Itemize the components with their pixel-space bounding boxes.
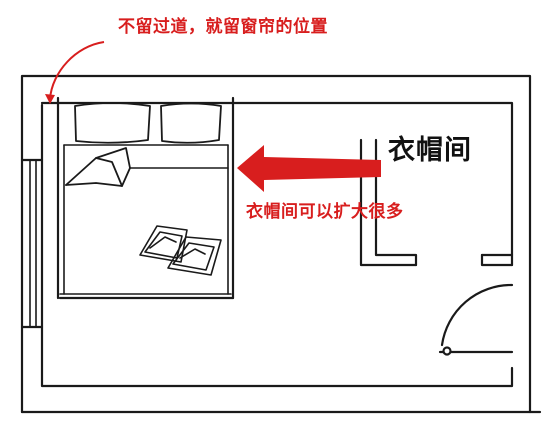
left-arrow-icon xyxy=(237,145,381,192)
door xyxy=(438,283,514,356)
window xyxy=(20,158,44,329)
outer-wall xyxy=(20,74,542,414)
curved-arrow-icon xyxy=(45,41,105,104)
head-pillow-right xyxy=(160,102,222,144)
head-pillow-left xyxy=(74,102,151,144)
cushion-right xyxy=(167,236,222,276)
closet-expand-note: 衣帽间可以扩大很多 xyxy=(246,202,404,222)
duvet-fold xyxy=(65,147,131,187)
cushion-left xyxy=(139,225,188,263)
closet-partition xyxy=(359,138,514,267)
bed-frame xyxy=(56,96,235,300)
closet-room-label: 衣帽间 xyxy=(388,135,472,166)
curtain-note: 不留过道，就留窗帘的位置 xyxy=(118,17,328,37)
